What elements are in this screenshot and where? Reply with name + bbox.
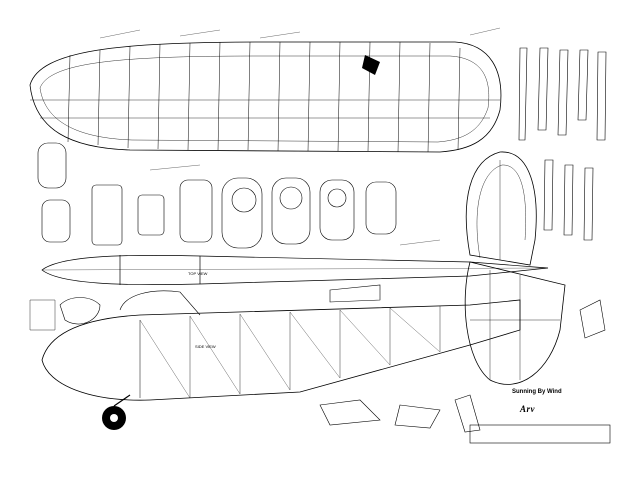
annotation-leaders bbox=[99, 27, 501, 246]
fuselage-formers bbox=[37, 142, 397, 249]
fuselage-side-view bbox=[41, 290, 521, 401]
fuselage-top-view bbox=[41, 255, 549, 285]
wing-tip-fill bbox=[362, 55, 380, 75]
main-wheel bbox=[102, 394, 131, 430]
side-view-label: SIDE VIEW bbox=[195, 344, 216, 349]
credit-text: Sunning By Wind bbox=[512, 389, 562, 395]
tail-fin bbox=[465, 151, 537, 266]
wing-ribs bbox=[67, 41, 461, 153]
rib-templates bbox=[518, 47, 607, 241]
wing-panel bbox=[29, 41, 502, 153]
top-view-label: TOP VIEW bbox=[188, 271, 208, 276]
stabilizer bbox=[464, 261, 566, 385]
title-block-outline bbox=[469, 424, 611, 444]
brand-logo: Arv bbox=[520, 404, 535, 414]
